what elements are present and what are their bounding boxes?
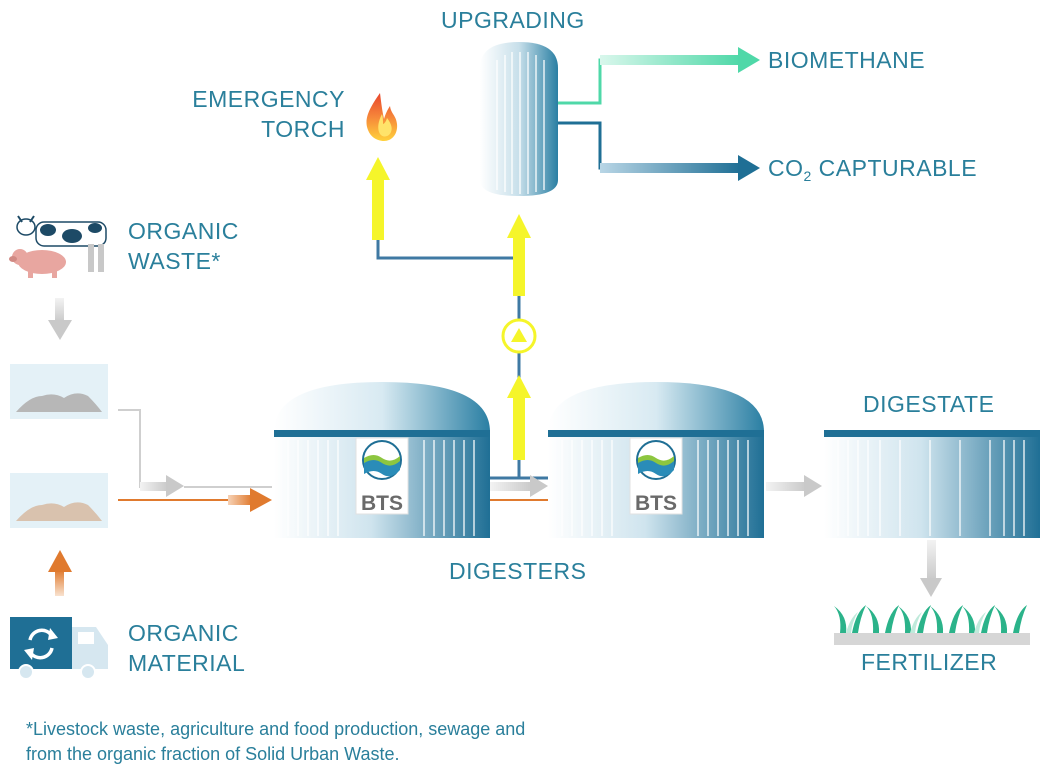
- upgrading-label: UPGRADING: [441, 7, 585, 33]
- flame-icon: [366, 93, 398, 141]
- digester-2: BTS: [548, 382, 764, 538]
- organic-waste-label: ORGANIC WASTE*: [128, 216, 239, 276]
- digesters-label: DIGESTERS: [449, 558, 587, 584]
- organic-material-line2: MATERIAL: [128, 650, 246, 676]
- footnote-line1: Livestock waste, agriculture and food pr…: [33, 719, 526, 739]
- waste-feed-line: [118, 409, 272, 497]
- digestate-label: DIGESTATE: [863, 391, 995, 417]
- emergency-torch-line2: TORCH: [261, 116, 345, 142]
- emergency-torch-line1: EMERGENCY: [192, 86, 345, 112]
- digestate-arrow: [766, 475, 822, 497]
- torch-gas-arrow: [366, 157, 390, 240]
- bts-logo: BTS: [355, 437, 409, 515]
- truck-icon: [10, 617, 108, 680]
- co2-pipe: [558, 121, 620, 170]
- co2-arrow: [600, 155, 760, 181]
- co2-capturable-label: CO2 CAPTURABLE: [768, 153, 977, 191]
- organic-material-line1: ORGANIC: [128, 620, 239, 646]
- bts-logo-text: BTS: [361, 492, 403, 515]
- digestate-tank: [824, 430, 1040, 538]
- footnote: *Livestock waste, agriculture and food p…: [26, 717, 525, 767]
- digester-gas-arrow: [507, 375, 531, 460]
- organic-waste-line1: ORGANIC: [128, 218, 239, 244]
- cow-icon: [16, 215, 107, 272]
- emergency-torch-label: EMERGENCY TORCH: [150, 84, 345, 144]
- recycle-icon: [24, 628, 58, 660]
- organic-material-label: ORGANIC MATERIAL: [128, 618, 245, 678]
- upgrading-column: [480, 42, 558, 196]
- biomethane-label: BIOMETHANE: [768, 47, 926, 73]
- pump-icon: [501, 318, 537, 354]
- material-feed-line: [118, 488, 272, 512]
- material-up-arrow: [48, 550, 72, 596]
- fertilizer-label: FERTILIZER: [861, 649, 998, 675]
- biomethane-arrow: [600, 47, 760, 73]
- co2-suffix: CAPTURABLE: [811, 155, 978, 181]
- digester-1: BTS: [274, 382, 490, 538]
- bts-logo-text: BTS: [635, 492, 677, 515]
- upgrading-gas-arrow: [507, 214, 531, 296]
- waste-storage-box: [10, 364, 108, 419]
- gas-arrows: [366, 157, 531, 460]
- grass-icon: [834, 605, 1030, 645]
- biomethane-pipe: [558, 58, 620, 105]
- material-storage-box: [10, 473, 108, 528]
- pig-icon: [9, 249, 66, 278]
- organic-waste-line2: WASTE*: [128, 248, 221, 274]
- fertilizer-arrow: [920, 540, 942, 597]
- waste-down-arrow: [48, 298, 72, 340]
- co2-subscript: 2: [803, 168, 812, 184]
- torch-pipe: [376, 240, 519, 260]
- footnote-line2: from the organic fraction of Solid Urban…: [26, 744, 400, 764]
- digester-transfer-arrows: [490, 475, 548, 501]
- footnote-star: *: [26, 719, 34, 739]
- co2-prefix: CO: [768, 155, 804, 181]
- bts-logo: BTS: [629, 437, 683, 515]
